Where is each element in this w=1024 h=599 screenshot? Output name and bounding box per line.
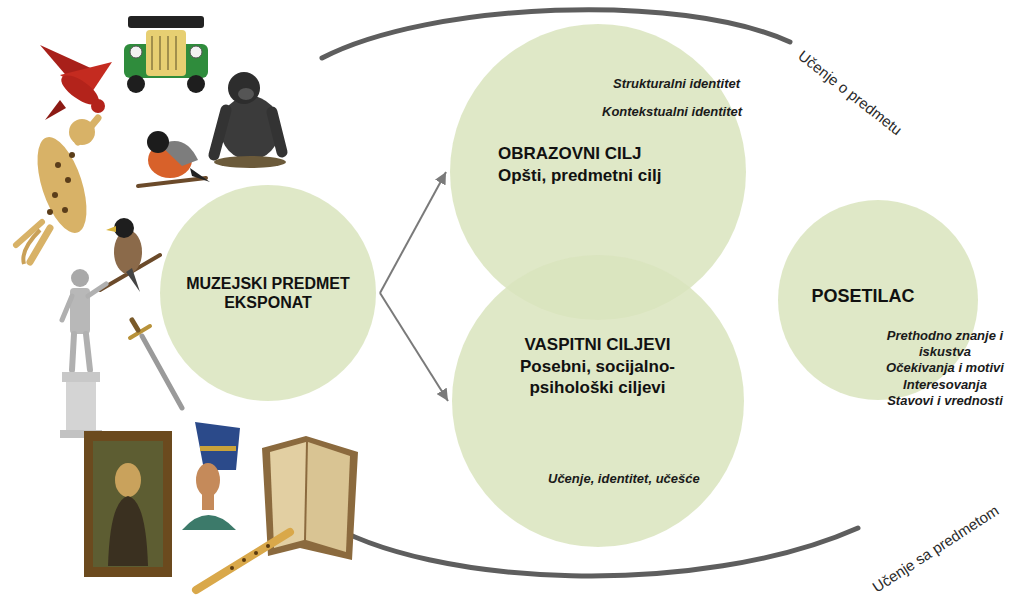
bird-figure: [100, 218, 160, 292]
detail-text: Stavovi i vrednosti: [872, 393, 1018, 409]
circle-heading: POSETILAC: [778, 286, 948, 308]
circle-fill: [452, 255, 744, 547]
detail-text: Očekivanja i motivi: [872, 360, 1018, 376]
goal-circle: MUZEJSKI PREDMET EKSPONAT: [160, 185, 376, 401]
detail-text: Kontekstualni identitet: [602, 104, 742, 120]
arc-label: Učenje sa predmetom: [869, 501, 1001, 595]
circle-heading: Posebni, socijalno-psihološki ciljevi: [490, 357, 705, 398]
flute-figure: [196, 532, 290, 590]
circle-heading: Opšti, predmetni cilj: [498, 166, 663, 186]
car-figure: [124, 16, 208, 93]
leopard-figure: [16, 118, 98, 264]
goal-circle: VASPITNI CILJEVIPosebni, socijalno-psiho…: [452, 255, 744, 547]
arrow-connector: [380, 172, 446, 293]
circle-heading: OBRAZOVNI CILJ: [498, 144, 698, 164]
statue-figure: [60, 269, 106, 438]
bust-figure: [182, 422, 240, 530]
gorilla-figure: [214, 72, 286, 168]
painting-figure: [84, 431, 172, 577]
detail-text: Interesovanja: [872, 377, 1018, 393]
circle-heading: VASPITNI CILJEVI: [490, 335, 705, 355]
detail-text: Strukturalni identitet: [613, 76, 740, 92]
circle-shape: [452, 255, 744, 547]
detail-text: Prethodno znanje i iskustva: [872, 328, 1018, 359]
arrow-connector: [380, 293, 448, 401]
circle-shape: [160, 185, 376, 401]
circle-fill: [160, 185, 376, 401]
parrot-figure: [40, 45, 112, 120]
detail-text: Učenje, identitet, učešće: [548, 471, 700, 487]
goal-circle: POSETILACPrethodno znanje i iskustvaOček…: [778, 200, 978, 400]
circle-heading: MUZEJSKI PREDMET EKSPONAT: [183, 274, 353, 312]
bullfinch-figure: [138, 131, 210, 186]
arc-label: Učenje o predmetu: [795, 46, 905, 137]
